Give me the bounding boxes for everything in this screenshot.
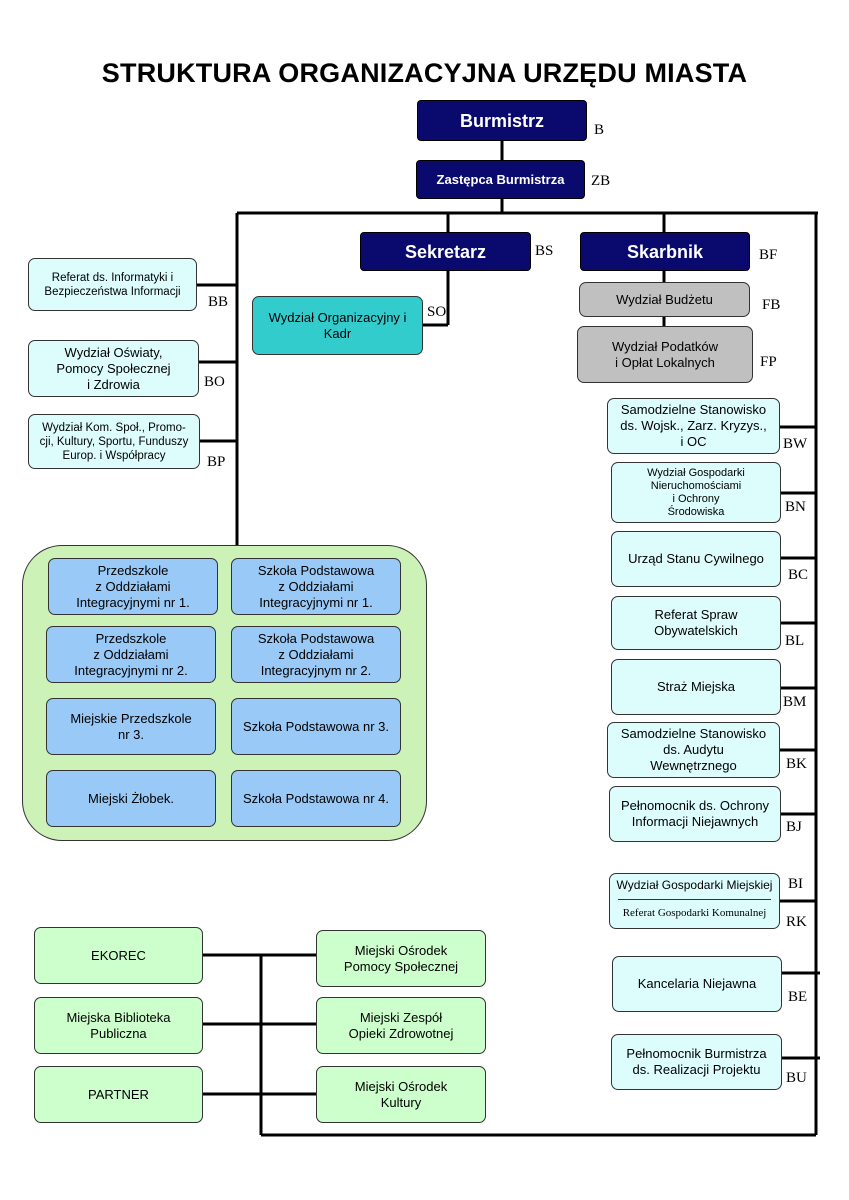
right-unit-bk-code: BK (786, 756, 807, 772)
skarbnik-code: BF (759, 247, 778, 263)
secretary-unit-so-code: SO (427, 304, 447, 320)
unit-mzoz: Miejski Zespół Opieki Zdrowotnej (316, 997, 486, 1054)
chart-title: STRUKTURA ORGANIZACYJNA URZĘDU MIASTA (101, 58, 748, 88)
right-unit-bu: Pełnomocnik Burmistrza ds. Realizacji Pr… (611, 1034, 782, 1090)
unit-mok: Miejski Ośrodek Kultury (316, 1066, 486, 1123)
school-przedszkole-2: Przedszkole z Oddziałami Integracyjnymi … (46, 626, 216, 683)
left-unit-bp: Wydział Kom. Społ., Promo- cji, Kultury,… (28, 414, 200, 469)
secretary-unit-so: Wydział Organizacyjny i Kadr (252, 296, 423, 355)
right-unit-rk-code: RK (786, 914, 807, 930)
right-unit-bm-code: BM (783, 694, 807, 710)
school-sp-4: Szkoła Podstawowa nr 4. (231, 770, 401, 827)
right-unit-bk: Samodzielne Stanowisko ds. Audytu Wewnęt… (607, 722, 780, 778)
right-unit-bj: Pełnomocnik ds. Ochrony Informacji Nieja… (609, 786, 781, 842)
treasurer-unit-fb-code: FB (762, 297, 781, 313)
unit-partner: PARTNER (34, 1066, 203, 1123)
treasurer-unit-fb: Wydział Budżetu (579, 282, 750, 317)
right-unit-bi-code: BI (788, 876, 803, 892)
left-unit-bb-code: BB (208, 294, 229, 310)
left-unit-bb: Referat ds. Informatyki i Bezpieczeństwa… (28, 258, 197, 311)
right-unit-bw-code: BW (783, 436, 808, 452)
burmistrz-box: Burmistrz (417, 100, 587, 141)
zastepca-box: Zastępca Burmistrza (416, 160, 585, 199)
right-unit-bi-label: Wydział Gospodarki Miejskiej (616, 878, 773, 892)
right-unit-bn-code: BN (785, 499, 806, 515)
split-divider (618, 899, 771, 900)
right-unit-be-code: BE (788, 989, 808, 1005)
school-sp-1: Szkoła Podstawowa z Oddziałami Integracy… (231, 558, 401, 615)
left-unit-bp-code: BP (207, 454, 226, 470)
right-unit-bj-code: BJ (786, 819, 802, 835)
school-sp-3: Szkoła Podstawowa nr 3. (231, 698, 401, 755)
treasurer-unit-fp-code: FP (760, 354, 777, 370)
right-unit-bc: Urząd Stanu Cywilnego (611, 531, 781, 587)
right-unit-rk-label: Referat Gospodarki Komunalnej (622, 907, 767, 919)
right-unit-bi-rk: Wydział Gospodarki Miejskiej Referat Gos… (609, 873, 780, 929)
right-unit-bl-code: BL (785, 633, 805, 649)
right-unit-bn: Wydział Gospodarki Nieruchomościami i Oc… (611, 462, 781, 523)
skarbnik-box: Skarbnik (580, 232, 750, 271)
left-unit-bo: Wydział Oświaty, Pomocy Społecznej i Zdr… (28, 340, 199, 397)
treasurer-unit-fp: Wydział Podatków i Opłat Lokalnych (577, 326, 753, 383)
left-unit-bo-code: BO (204, 374, 225, 390)
unit-ekorec: EKOREC (34, 927, 203, 984)
burmistrz-code: B (594, 122, 605, 138)
sekretarz-box: Sekretarz (360, 232, 531, 271)
zastepca-code: ZB (591, 173, 611, 189)
school-przedszkole-3: Miejskie Przedszkole nr 3. (46, 698, 216, 755)
right-unit-bw: Samodzielne Stanowisko ds. Wojsk., Zarz.… (607, 398, 780, 454)
right-unit-bu-code: BU (786, 1070, 807, 1086)
right-unit-bm: Straż Miejska (611, 659, 781, 715)
right-unit-bc-code: BC (788, 567, 809, 583)
unit-biblioteka: Miejska Biblioteka Publiczna (34, 997, 203, 1054)
right-unit-bl: Referat Spraw Obywatelskich (611, 596, 781, 650)
school-przedszkole-1: Przedszkole z Oddziałami Integracyjnymi … (48, 558, 218, 615)
unit-mops: Miejski Ośrodek Pomocy Społecznej (316, 930, 486, 987)
school-sp-2: Szkoła Podstawowa z Oddziałami Integracy… (231, 626, 401, 683)
school-zlobek: Miejski Żłobek. (46, 770, 216, 827)
sekretarz-code: BS (535, 243, 554, 259)
right-unit-be: Kancelaria Niejawna (612, 956, 782, 1012)
